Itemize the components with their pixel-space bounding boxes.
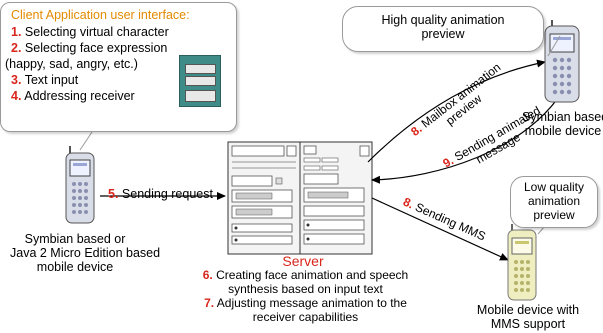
server-icon [227,141,373,255]
symbian-device-caption: Symbian based mobile device [522,110,603,138]
mms-phone-icon [507,224,537,301]
mailbox-preview-arrow [367,59,546,163]
lq-preview-callout: Low quality animation preview [510,176,598,228]
mms-device-caption: Mobile device with MMS support [476,303,580,331]
client-step-2: 2. Selecting face expression [11,41,168,55]
symbian-phone-icon [544,20,580,103]
client-step-4: 4. Addressing receiver [11,89,135,103]
client-ui-title: Client Application user interface: [11,8,190,22]
server-steps: 6. Creating face animation and speech sy… [202,268,409,324]
client-step-1: 1. Selecting virtual character [11,25,169,39]
client-step-3: 3. Text input [11,73,79,87]
sending-animated-arrow [371,97,559,184]
sender-phone-icon [65,146,95,224]
form-window-icon [179,55,221,107]
client-step-2-detail: (happy, sad, angry, etc.) [5,57,138,71]
client-ui-callout: Client Application user interface: 1. Se… [0,2,237,132]
sender-device-caption: Symbian based or Java 2 Micro Edition ba… [10,232,161,274]
hq-preview-callout: High quality animation preview [342,6,544,52]
callout-pointer [79,131,93,151]
sending-mms-arrow [371,197,509,261]
sending-request-label: 5. Sending request [108,187,213,201]
server-label: Server [282,253,324,269]
